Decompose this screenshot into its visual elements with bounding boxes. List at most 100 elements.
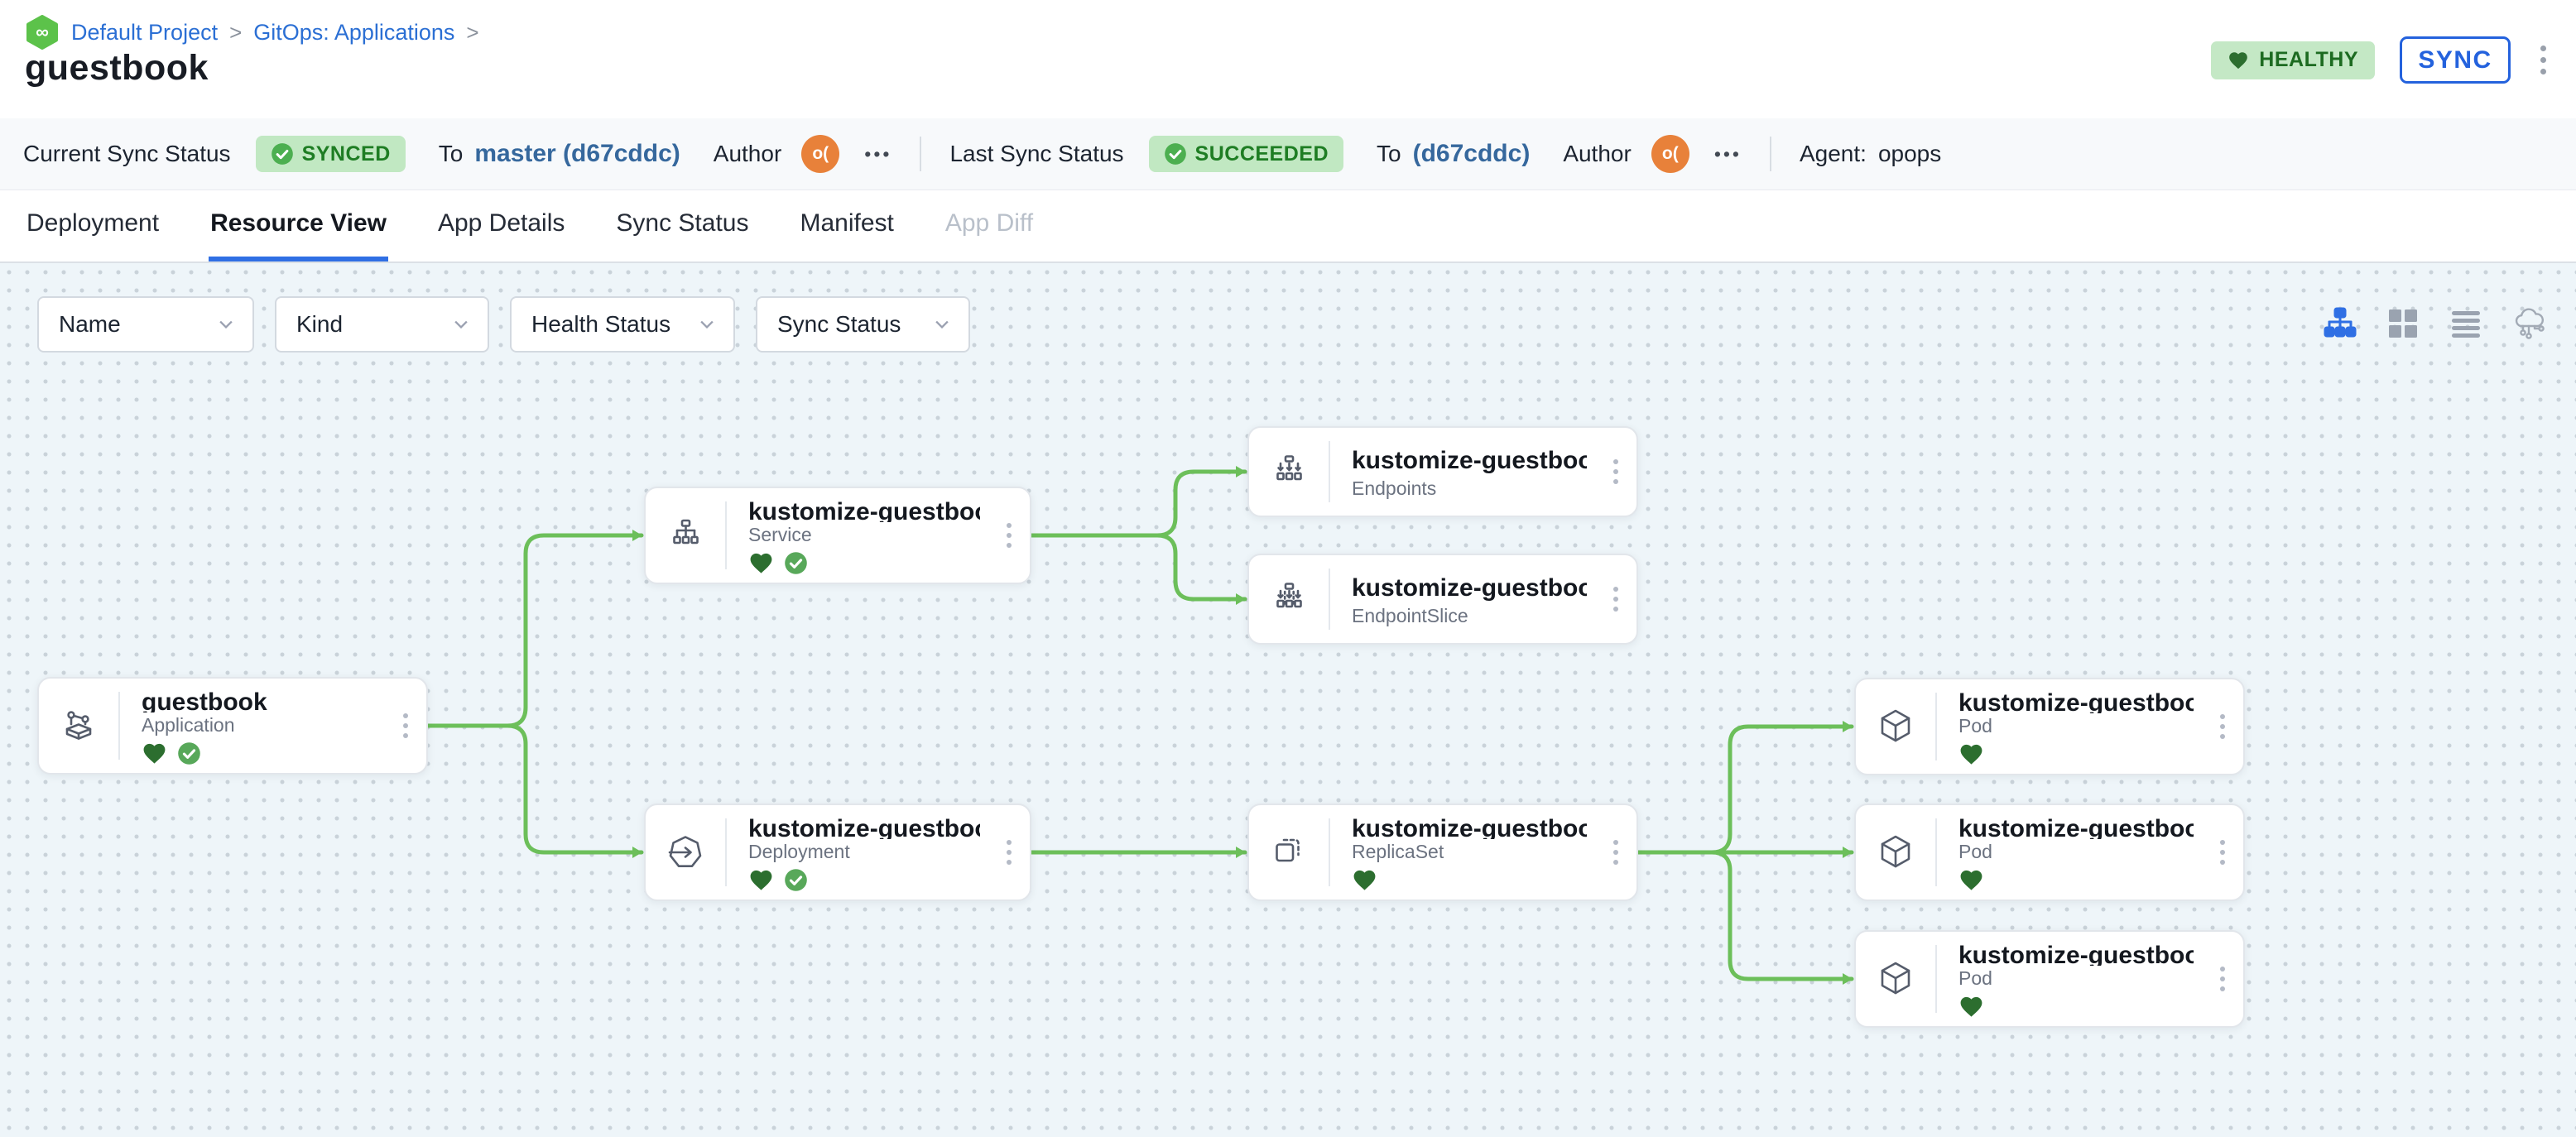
healthy-heart-icon: [1960, 996, 1982, 1017]
tab-bar: Deployment Resource View App Details Syn…: [0, 190, 2576, 263]
grid-view-icon[interactable]: [2386, 306, 2420, 341]
commit-message-ellipsis[interactable]: •••: [864, 142, 892, 165]
gitops-logo-icon: ∞: [26, 15, 58, 50]
resource-name: kustomize-guestbook-ui-...: [1958, 815, 2194, 839]
healthy-heart-icon: [1353, 870, 1376, 890]
resource-kind: ReplicaSet: [1352, 841, 1444, 862]
divider: [920, 137, 922, 171]
endpointslice-icon: [1276, 583, 1302, 608]
author-avatar[interactable]: o(: [1651, 135, 1689, 173]
heart-icon: [2229, 51, 2248, 69]
deployment-icon: [668, 836, 702, 868]
resource-node-endpointslice[interactable]: kustomize-guestbook-ui-... EndpointSlice: [1247, 554, 1638, 645]
resource-node-deployment[interactable]: kustomize-guestbook-ui Deployment: [644, 804, 1031, 901]
resource-name: kustomize-guestbook-ui-...: [1352, 574, 1587, 602]
pod-icon: [1881, 835, 1910, 868]
chevron-down-icon: [935, 320, 949, 329]
node-kebab-menu-icon[interactable]: [1608, 454, 1623, 489]
sync-button[interactable]: SYNC: [2400, 36, 2511, 84]
breadcrumb-separator: >: [229, 19, 243, 45]
healthy-heart-icon: [143, 743, 166, 764]
healthy-heart-icon: [750, 553, 772, 573]
edge-service-endpoints: [1029, 466, 1247, 538]
tab-app-diff: App Diff: [944, 209, 1034, 237]
check-circle-icon: [271, 143, 293, 165]
sync-status-filter-dropdown[interactable]: Sync Status: [756, 296, 970, 353]
health-status-filter-dropdown[interactable]: Health Status: [510, 296, 735, 353]
resource-name: kustomize-guestbook-ui-...: [1352, 815, 1587, 839]
edge-application-deployment: [425, 723, 644, 858]
last-commit-link[interactable]: (d67cddc): [1412, 140, 1531, 167]
healthy-heart-icon: [750, 870, 772, 890]
edge-replicaset-pod3: [1636, 850, 1854, 985]
resource-kind: Pod: [1958, 841, 1992, 862]
resource-name: kustomize-guestbook-ui: [748, 498, 980, 522]
pod-icon: [1881, 962, 1910, 995]
breadcrumb-section-link[interactable]: GitOps: Applications: [253, 19, 455, 45]
synced-check-icon: [178, 742, 200, 765]
node-kebab-menu-icon[interactable]: [1002, 835, 1016, 870]
chevron-down-icon: [454, 320, 468, 329]
resource-name: kustomize-guestbook-ui-...: [1958, 689, 2194, 713]
service-icon: [673, 519, 699, 545]
node-kebab-menu-icon[interactable]: [398, 708, 413, 743]
tab-app-details[interactable]: App Details: [437, 209, 565, 237]
edge-application-service: [425, 530, 644, 728]
resource-node-pod[interactable]: kustomize-guestbook-ui-... Pod: [1854, 678, 2245, 775]
pod-icon: [1881, 709, 1910, 742]
current-sync-status-badge: SYNCED: [255, 136, 406, 172]
header-actions: HEALTHY SYNC: [2211, 36, 2551, 84]
resource-tree-edges: [425, 466, 1854, 985]
resource-node-replicaset[interactable]: kustomize-guestbook-ui-... ReplicaSet: [1247, 804, 1638, 901]
resource-node-pod[interactable]: kustomize-guestbook-ui-... Pod: [1854, 930, 2245, 1028]
cloud-network-view-icon[interactable]: [2511, 306, 2546, 341]
healthy-heart-icon: [1960, 870, 1982, 890]
tab-sync-status[interactable]: Sync Status: [616, 209, 749, 237]
resource-name: kustomize-guestbook-ui: [1352, 447, 1587, 474]
resource-kind: Deployment: [748, 841, 850, 862]
replicaset-icon: [1276, 838, 1300, 862]
tab-manifest[interactable]: Manifest: [800, 209, 894, 237]
header-kebab-menu-icon[interactable]: [2535, 41, 2551, 79]
node-kebab-menu-icon[interactable]: [2215, 835, 2230, 870]
author-label: Author: [713, 141, 782, 166]
resource-tree-canvas[interactable]: Name Kind Health Status Sync Status: [0, 263, 2576, 1137]
resource-node-endpoints[interactable]: kustomize-guestbook-ui Endpoints: [1247, 426, 1638, 517]
resource-node-pod[interactable]: kustomize-guestbook-ui-... Pod: [1854, 804, 2245, 901]
node-kebab-menu-icon[interactable]: [1608, 835, 1623, 870]
node-kebab-menu-icon[interactable]: [2215, 709, 2230, 744]
resource-kind: EndpointSlice: [1352, 605, 1468, 626]
current-sync-status-label: Current Sync Status: [23, 141, 231, 166]
node-kebab-menu-icon[interactable]: [1608, 582, 1623, 616]
breadcrumb: ∞ Default Project > GitOps: Applications…: [25, 15, 479, 50]
check-circle-icon: [1164, 143, 1186, 165]
resource-kind: Pod: [1958, 967, 1992, 989]
breadcrumb-separator: >: [466, 19, 479, 45]
resource-kind: Endpoints: [1352, 477, 1437, 499]
author-label: Author: [1563, 141, 1632, 166]
resource-node-application[interactable]: guestbook Application: [37, 677, 428, 775]
view-toggle-group: [2323, 306, 2546, 341]
name-filter-dropdown[interactable]: Name: [37, 296, 254, 353]
tree-view-icon[interactable]: [2323, 306, 2357, 341]
resource-node-service[interactable]: kustomize-guestbook-ui Service: [644, 487, 1031, 584]
breadcrumb-project-link[interactable]: Default Project: [71, 19, 219, 45]
application-icon: [65, 711, 92, 740]
edge-service-endpointslice: [1029, 533, 1247, 605]
current-commit-link[interactable]: master (d67cddc): [474, 140, 680, 167]
kind-filter-dropdown[interactable]: Kind: [275, 296, 489, 353]
to-label: To: [1377, 141, 1401, 166]
author-avatar[interactable]: o(: [801, 135, 840, 173]
tab-resource-view[interactable]: Resource View: [209, 190, 388, 261]
commit-message-ellipsis[interactable]: •••: [1713, 142, 1742, 165]
sync-status-bar: Current Sync Status SYNCED To master (d6…: [0, 118, 2576, 190]
healthy-heart-icon: [1960, 744, 1982, 765]
node-kebab-menu-icon[interactable]: [1002, 518, 1016, 553]
last-sync-status-label: Last Sync Status: [949, 141, 1124, 166]
list-view-icon[interactable]: [2449, 306, 2483, 341]
filter-bar: Name Kind Health Status Sync Status: [37, 296, 970, 353]
page-header: ∞ Default Project > GitOps: Applications…: [0, 0, 2576, 118]
tab-deployment[interactable]: Deployment: [26, 209, 160, 237]
node-kebab-menu-icon[interactable]: [2215, 962, 2230, 996]
